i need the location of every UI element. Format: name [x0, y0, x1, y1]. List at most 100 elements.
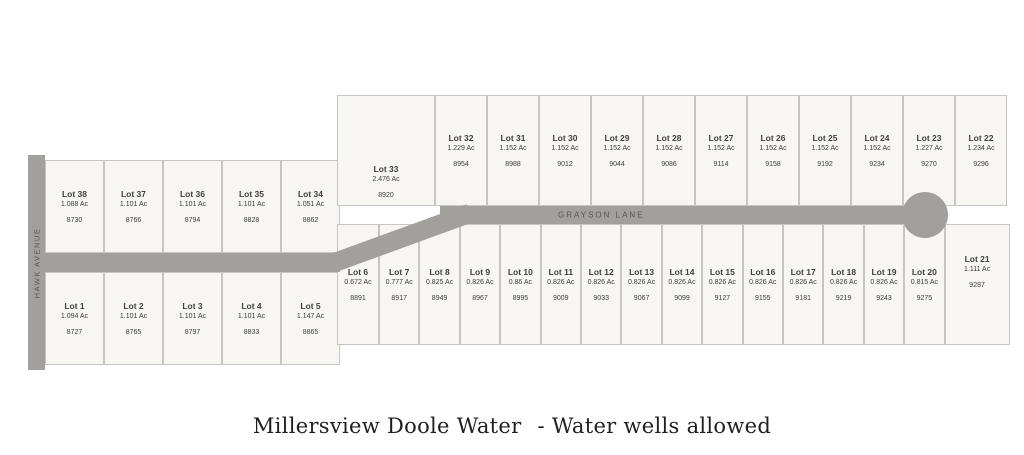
lot-acres: 1.152 Ac — [655, 144, 683, 152]
lot-id: 9033 — [593, 295, 609, 303]
lot-acres: 0.825 Ac — [425, 278, 454, 286]
lot-acres: 0.777 Ac — [385, 278, 413, 286]
lot-acres: 0.826 Ac — [749, 278, 777, 286]
lot-name: Lot 36 — [179, 188, 206, 199]
lot-id: 9270 — [921, 161, 937, 169]
hawk-avenue-label: HAWK AVENUE — [32, 227, 41, 298]
lot-id: 8765 — [125, 329, 142, 337]
lot-name: Lot 7 — [389, 266, 410, 277]
lot-name: Lot 31 — [500, 132, 526, 143]
lot-name: Lot 38 — [61, 188, 88, 199]
lot-acres: 1.152 Ac — [603, 144, 631, 152]
lot-id: 8917 — [391, 295, 407, 303]
lot-acres: 1.152 Ac — [759, 144, 787, 152]
grayson-lane-label: GRAYSON LANE — [558, 210, 645, 220]
title-note: - Water wells allowed — [537, 414, 772, 438]
lot-id: 9009 — [553, 295, 569, 303]
lot-id: 8954 — [453, 161, 469, 169]
lot-name: Lot 9 — [469, 266, 491, 277]
lot-acres: 1.227 Ac — [915, 144, 943, 152]
lot-name: Lot 4 — [241, 300, 262, 311]
lot-name: Lot 11 — [548, 266, 574, 277]
lot-name: Lot 22 — [968, 132, 994, 143]
lot-name: Lot 3 — [182, 300, 203, 311]
lot-name: Lot 5 — [300, 300, 321, 311]
lot-acres: 0.826 Ac — [587, 278, 615, 286]
lot-acres: 1.234 Ac — [967, 144, 995, 152]
lot-name: Lot 37 — [120, 188, 147, 199]
lot-name: Lot 15 — [709, 266, 735, 277]
lot-id: 8730 — [66, 217, 83, 225]
lot-id: 8949 — [431, 295, 448, 303]
lot-id: 9181 — [795, 295, 811, 303]
lot-id: 9114 — [713, 161, 729, 169]
lot-acres: 0.826 Ac — [668, 278, 696, 286]
lot-id: 8794 — [184, 217, 201, 225]
lot-id: 9127 — [714, 295, 731, 303]
lot-name: Lot 13 — [629, 266, 655, 277]
lot-id: 8865 — [302, 329, 319, 337]
lot-name: Lot 19 — [871, 266, 897, 277]
lot-id: 9155 — [755, 295, 771, 303]
lot-name: Lot 12 — [588, 266, 614, 277]
lot-id: 9012 — [557, 161, 573, 169]
lot-name: Lot 33 — [373, 164, 399, 174]
lot-acres: 0.826 Ac — [789, 278, 817, 286]
lot-lot-33: Lot 33 2.476 Ac 8920 — [337, 95, 435, 206]
lot-acres: 0.826 Ac — [547, 278, 575, 286]
lot-id: 9287 — [969, 282, 985, 290]
lot-id: 9296 — [973, 161, 989, 169]
connector-road — [45, 253, 340, 272]
lot-acres: 1.101 Ac — [178, 312, 207, 320]
lot-acres: 1.094 Ac — [60, 312, 89, 320]
lot-id: 9219 — [835, 295, 852, 303]
lot-id: 8797 — [184, 329, 201, 337]
lot-id: 9086 — [661, 161, 677, 169]
lot-name: Lot 14 — [669, 266, 695, 277]
lot-id: 8995 — [512, 295, 529, 303]
lot-id: 9067 — [633, 295, 650, 303]
lot-acres: 1.101 Ac — [119, 200, 148, 208]
lot-acres: 1.101 Ac — [237, 200, 266, 208]
lot-acres: 1.101 Ac — [237, 312, 266, 320]
lot-id: 9158 — [765, 161, 781, 169]
grayson-lane-road: GRAYSON LANE — [440, 206, 918, 224]
lot-name: Lot 1 — [64, 300, 85, 311]
lot-acres: 1.152 Ac — [863, 144, 891, 152]
lot-name: Lot 23 — [916, 132, 942, 143]
lot-acres: 1.229 Ac — [447, 144, 475, 152]
page-title: Millersview Doole Water- Water wells all… — [0, 414, 1024, 438]
lot-name: Lot 21 — [964, 253, 990, 264]
lot-name: Lot 27 — [708, 132, 734, 143]
lot-acres: 2.476 Ac — [372, 176, 400, 184]
lot-id: 9099 — [674, 295, 690, 303]
lot-acres: 1.152 Ac — [707, 144, 735, 152]
lot-id: 8920 — [378, 192, 394, 200]
lot-acres: 0.815 Ac — [910, 278, 938, 286]
lot-acres: 0.826 Ac — [829, 278, 858, 286]
lot-name: Lot 17 — [790, 266, 816, 277]
lot-id: 8828 — [243, 217, 260, 225]
